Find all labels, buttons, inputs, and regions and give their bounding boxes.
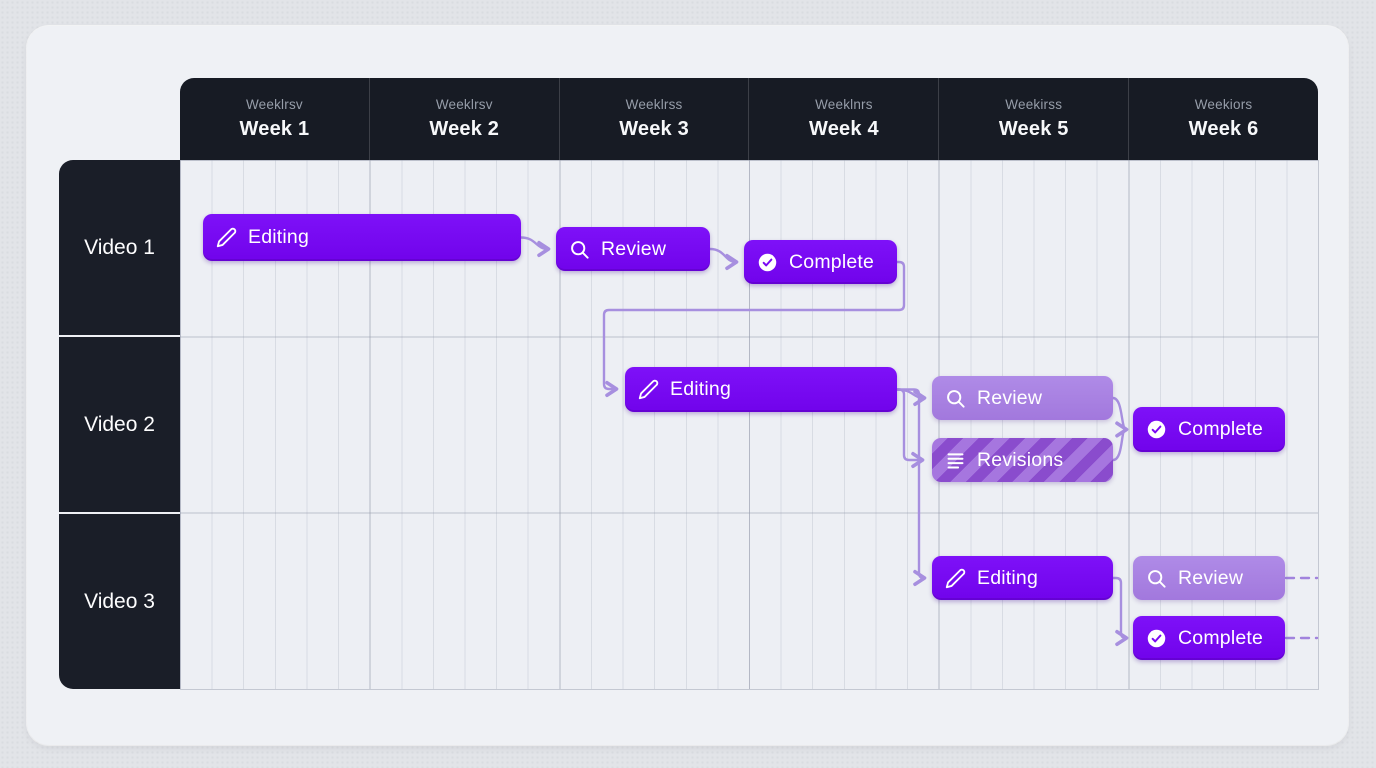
connector-v2-editing-to-v3-editing: [895, 388, 927, 587]
task-v3-complete[interactable]: Complete: [1133, 616, 1285, 660]
week-title: Week 2: [429, 118, 500, 140]
pencil-icon: [216, 227, 237, 248]
check-circle-icon: [757, 252, 778, 273]
task-label: Complete: [789, 250, 875, 273]
task-v2-editing[interactable]: Editing: [625, 367, 897, 412]
week-subtitle: Weekirss: [1005, 97, 1063, 112]
week-title: Week 5: [998, 118, 1069, 140]
row-label-video-2: Video 2: [59, 335, 180, 512]
pencil-icon: [945, 568, 966, 589]
week-subtitle: Weeklrsv: [435, 97, 493, 112]
connector-v1-review-to-v1-complete: [708, 247, 739, 271]
task-v2-complete[interactable]: Complete: [1133, 407, 1285, 452]
row-label-video-1: Video 1: [59, 160, 180, 335]
task-v3-review[interactable]: Review: [1133, 556, 1285, 600]
connector-v2-review-to-v2-complete: [1111, 396, 1129, 438]
week-title: Week 6: [1188, 118, 1259, 140]
task-v1-review[interactable]: Review: [556, 227, 710, 271]
connector-v2-revisions-to-v2-complete: [1111, 428, 1127, 462]
task-v2-revisions[interactable]: Revisions: [932, 438, 1113, 482]
pencil-icon: [638, 379, 659, 400]
check-circle-icon: [1146, 419, 1167, 440]
task-label: Review: [1178, 566, 1244, 589]
connector-v1-complete-to-v2-editing: [602, 260, 906, 398]
week-title: Week 4: [809, 118, 879, 140]
task-v3-editing[interactable]: Editing: [932, 556, 1113, 600]
row-label-video-3: Video 3: [59, 512, 180, 689]
task-label: Review: [601, 237, 667, 260]
week-subtitle: Weeklrsv: [245, 97, 303, 112]
check-circle-icon: [1146, 628, 1167, 649]
search-icon: [1146, 568, 1167, 589]
week-subtitle: Weeklnrs: [815, 97, 873, 112]
connector-v3-editing-to-v3-complete: [1111, 576, 1129, 647]
task-label: Editing: [977, 566, 1039, 589]
search-icon: [569, 239, 590, 260]
dependency-connectors: [519, 236, 1319, 647]
task-label: Review: [977, 386, 1043, 409]
week-subtitle: Weeklrss: [625, 97, 683, 112]
task-v2-review[interactable]: Review: [932, 376, 1113, 420]
task-v1-editing[interactable]: Editing: [203, 214, 521, 261]
task-label: Revisions: [977, 448, 1064, 471]
task-label: Complete: [1178, 418, 1264, 440]
connector-v1-editing-to-v1-review: [519, 236, 551, 258]
task-label: Complete: [1178, 626, 1264, 649]
week-subtitle: Weekiors: [1194, 97, 1253, 112]
task-v1-complete[interactable]: Complete: [744, 240, 897, 284]
task-label: Editing: [248, 226, 310, 248]
search-icon: [945, 388, 966, 409]
week-title: Week 3: [619, 118, 689, 140]
list-icon: [945, 450, 966, 471]
task-label: Editing: [670, 378, 732, 400]
week-title: Week 1: [239, 118, 310, 140]
